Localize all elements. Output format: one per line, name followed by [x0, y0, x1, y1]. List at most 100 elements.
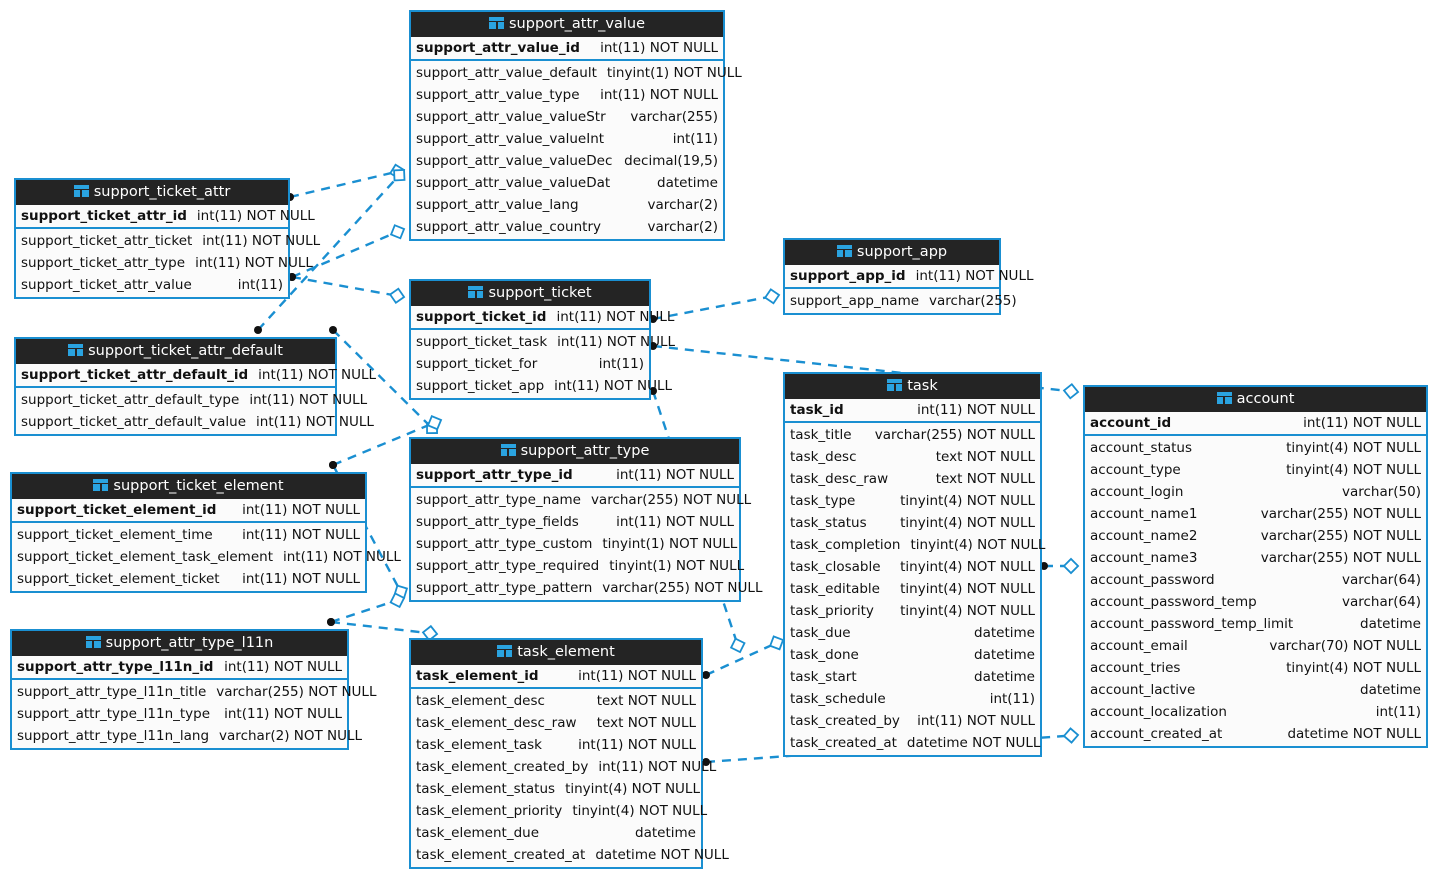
entity-header-support_ticket[interactable]: support_ticket	[411, 281, 649, 306]
entity-header-support_app[interactable]: support_app	[785, 240, 999, 265]
entity-header-support_ticket_attr_default[interactable]: support_ticket_attr_default	[16, 339, 335, 364]
attribute-type: varchar(255) NOT NULL	[1260, 528, 1421, 544]
entity-header-task_element[interactable]: task_element	[411, 640, 701, 665]
entity-header-support_attr_type_l11n[interactable]: support_attr_type_l11n	[12, 631, 347, 656]
entity-header-support_ticket_attr[interactable]: support_ticket_attr	[16, 180, 288, 205]
entity-header-task[interactable]: task	[785, 374, 1040, 399]
entity-header-support_attr_value[interactable]: support_attr_value	[411, 12, 723, 37]
relation-source-marker	[329, 326, 337, 334]
entity-header-support_attr_type[interactable]: support_attr_type	[411, 439, 739, 464]
entity-header-account[interactable]: account	[1085, 387, 1426, 412]
entity-header-support_ticket_element[interactable]: support_ticket_element	[12, 474, 365, 499]
